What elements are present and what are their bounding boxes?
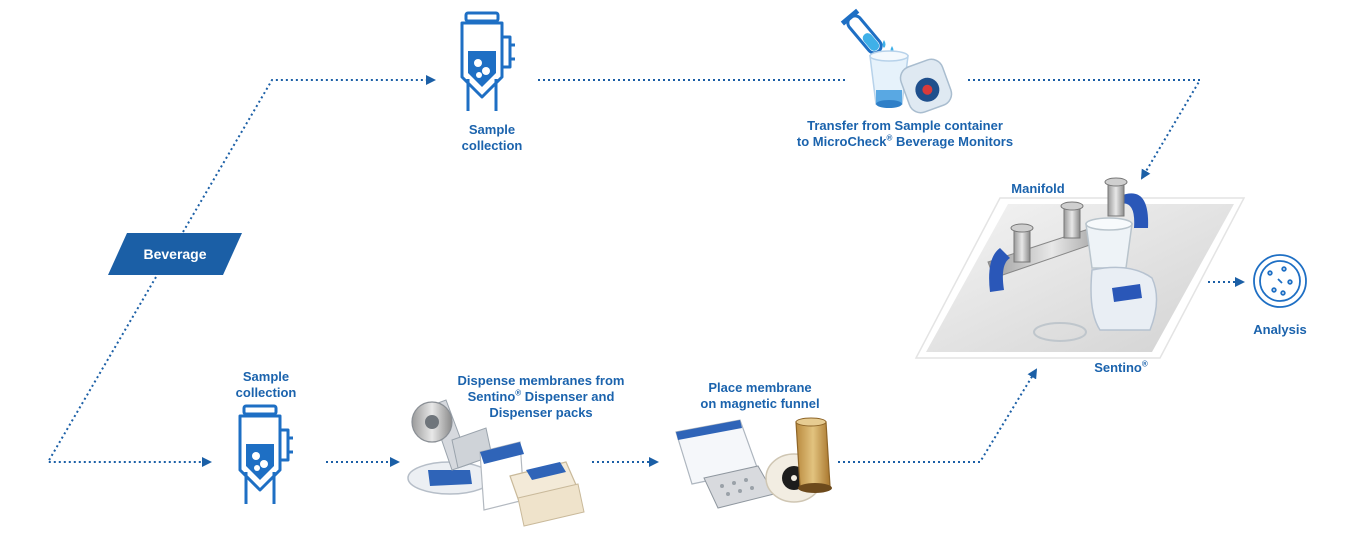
connector-beverage-to-top xyxy=(182,75,436,233)
magnetic-funnel-image xyxy=(765,417,832,503)
sentino-pump-image xyxy=(1033,217,1158,342)
sample-collection-bottom-label: Sample collection xyxy=(235,369,297,400)
fermentation-tank-icon xyxy=(460,11,515,111)
sentino-platform xyxy=(914,197,1246,359)
dispense-label: Dispense membranes from Sentino® Dispens… xyxy=(457,373,625,420)
transfer-label: Transfer from Sample container to MicroC… xyxy=(796,118,1014,149)
membrane-box-image xyxy=(675,419,775,509)
sample-collection-top-label: Sample collection xyxy=(461,122,523,153)
connector-beverage-to-bottom xyxy=(46,276,212,467)
manifold-device-image xyxy=(987,177,1149,292)
connector-transfer-to-manifold xyxy=(968,79,1202,180)
test-tube-icon xyxy=(840,8,894,55)
beverage-tag xyxy=(108,233,242,275)
dispenser-image xyxy=(407,399,493,495)
dispenser-packs-image xyxy=(479,441,585,527)
fermentation-tank-icon xyxy=(238,404,293,504)
beverage-label: Beverage xyxy=(143,246,207,262)
microcheck-monitors-image xyxy=(869,50,953,114)
sentino-label: Sentino® xyxy=(1094,359,1148,375)
petri-dish-icon xyxy=(1253,254,1307,308)
manifold-label: Manifold xyxy=(1011,181,1065,196)
analysis-label: Analysis xyxy=(1253,322,1307,337)
connectors xyxy=(46,75,1245,467)
place-membrane-label: Place membrane on magnetic funnel xyxy=(700,380,820,411)
connector-funnel-to-sentino xyxy=(838,368,1038,463)
